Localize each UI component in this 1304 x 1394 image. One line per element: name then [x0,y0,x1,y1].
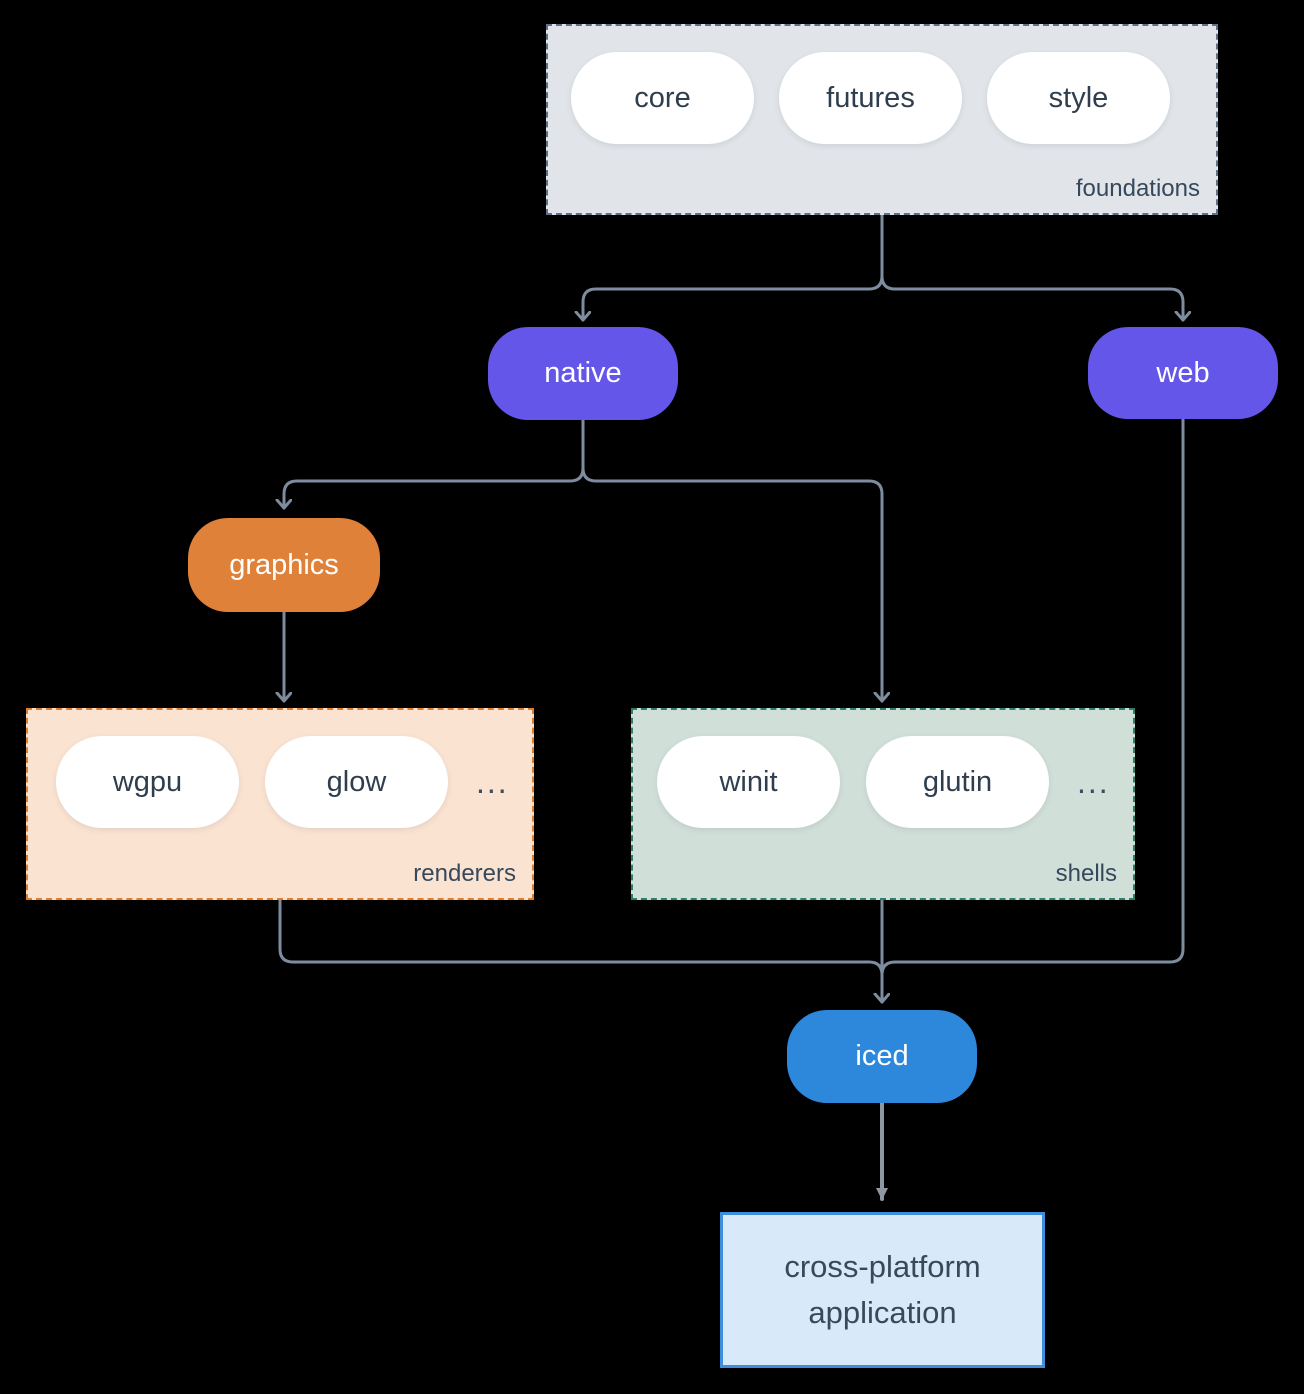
renderers-ellipsis: ... [476,763,509,800]
edge-native-to-shells [581,466,882,703]
foundations-pill-row: core futures style [548,52,1216,144]
node-winit: winit [657,736,840,828]
edge-renderers-to-merge [278,898,884,977]
node-style: style [987,52,1170,144]
shells-group: winit glutin ... shells [631,708,1135,900]
renderers-group: wgpu glow ... renderers [26,708,534,900]
shells-ellipsis: ... [1077,763,1110,800]
node-core: core [571,52,754,144]
edge-native-to-graphics [284,466,585,510]
node-native: native [488,327,678,420]
node-glutin: glutin [866,736,1049,828]
node-graphics: graphics [188,518,380,612]
node-futures: futures [779,52,962,144]
renderers-label: renderers [413,860,516,887]
node-wgpu: wgpu [56,736,239,828]
shells-pill-row: winit glutin ... [633,736,1133,828]
edge-foundations-to-web [880,274,1183,322]
shells-label: shells [1055,860,1117,887]
renderers-pill-row: wgpu glow ... [28,736,532,828]
node-glow: glow [265,736,448,828]
foundations-group: core futures style foundations [546,24,1218,215]
node-cross-platform-application: cross-platform application [720,1212,1045,1368]
node-iced: iced [787,1010,977,1103]
edge-foundations-to-native [583,274,884,322]
foundations-label: foundations [1075,175,1200,202]
node-web: web [1088,327,1278,419]
